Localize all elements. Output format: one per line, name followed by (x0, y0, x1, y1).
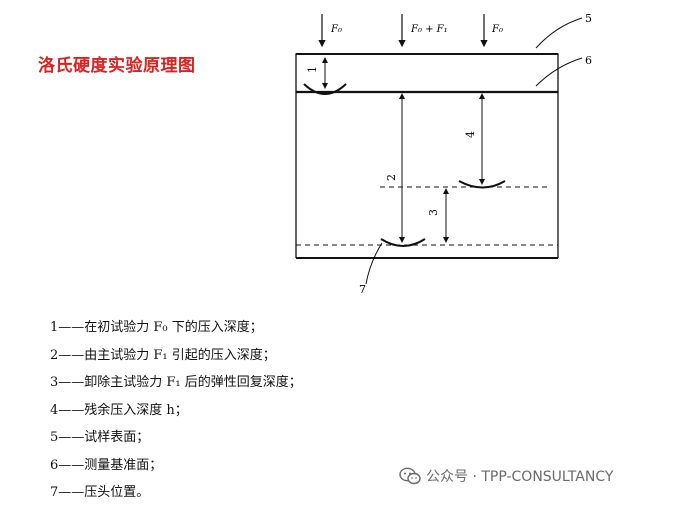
legend-item-4: 4——残余压入深度 h； (50, 402, 188, 418)
wechat-icon (399, 467, 421, 485)
indent-arc-max (380, 238, 426, 247)
callout-4: 4 (464, 131, 477, 138)
callout-1: 1 (306, 66, 319, 73)
diagram-title: 洛氏硬度实验原理图 (38, 56, 196, 76)
leader-6 (535, 57, 583, 87)
callout-6: 6 (585, 54, 592, 67)
force-label-3: F₀ (491, 24, 503, 35)
legend-item-6: 6——测量基准面； (50, 457, 163, 473)
legend-item-1: 1——在初试验力 F₀ 下的压入深度； (50, 320, 263, 335)
watermark: 公众号 · TPP-CONSULTANCY (399, 466, 613, 486)
legend-list: 1——在初试验力 F₀ 下的压入深度； 2——由主试验力 F₁ 引起的压入深度；… (50, 314, 302, 507)
indent-arc-residual (458, 180, 506, 189)
legend-item-3: 3——卸除主试验力 F₁ 后的弹性回复深度； (50, 375, 302, 390)
callout-5: 5 (585, 12, 592, 25)
specimen-top-block (295, 53, 559, 93)
leader-7 (365, 242, 383, 285)
legend-item-2: 2——由主试验力 F₁ 引起的压入深度； (50, 347, 276, 363)
force-label-2: F₀ + F₁ (410, 24, 448, 35)
indent-arc-initial (303, 83, 347, 95)
legend-item-7: 7——压头位置。 (50, 485, 150, 500)
callout-3: 3 (427, 209, 440, 216)
callout-7: 7 (359, 283, 366, 296)
callout-2: 2 (385, 174, 398, 181)
watermark-text: 公众号 · TPP-CONSULTANCY (426, 469, 614, 485)
leader-5 (535, 17, 583, 49)
force-label-1: F₀ (330, 24, 342, 35)
legend-item-5: 5——试样表面； (50, 430, 150, 445)
